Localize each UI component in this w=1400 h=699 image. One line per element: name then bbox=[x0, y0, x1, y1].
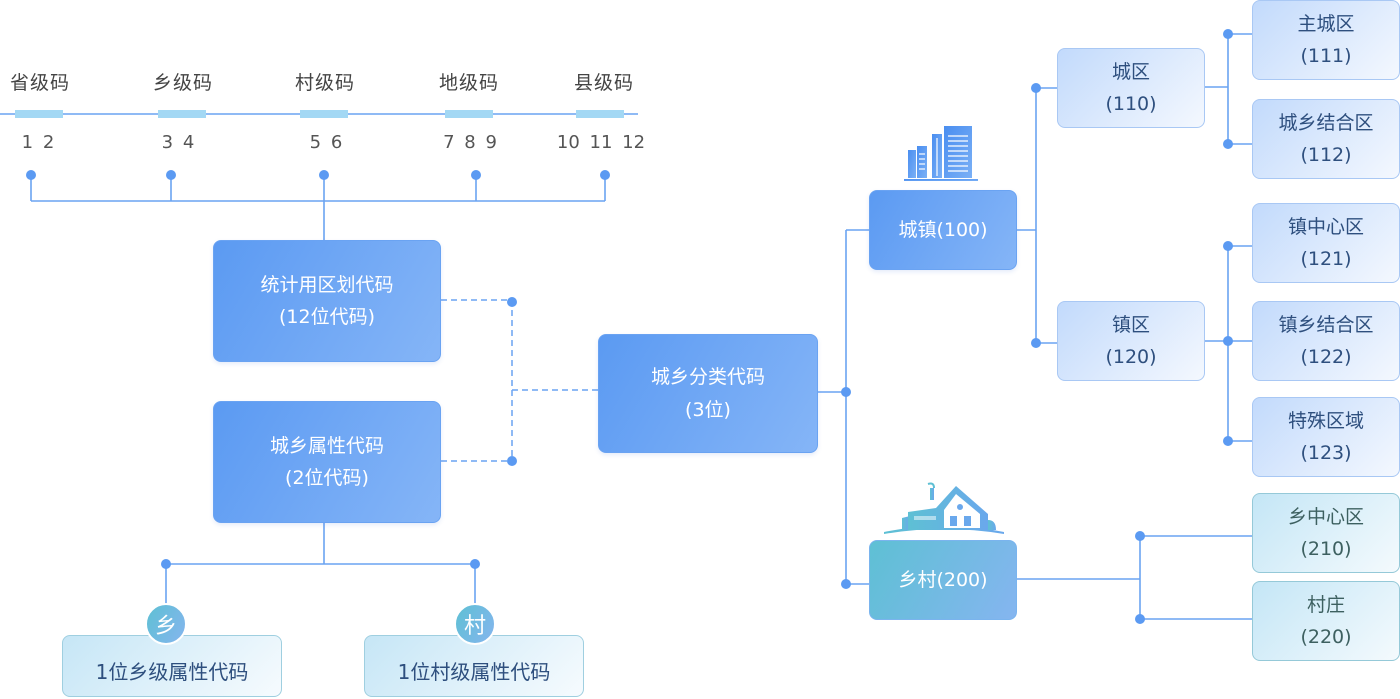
town-center-title: 镇中心区 bbox=[1287, 215, 1364, 238]
urban-rural-fringe-code: (112) bbox=[1300, 144, 1352, 166]
urban-node[interactable]: 城镇(100) bbox=[869, 190, 1017, 270]
town-rural-fringe-node[interactable]: 镇乡结合区 (122) bbox=[1252, 301, 1400, 381]
village-badge-icon: 村 bbox=[454, 603, 496, 645]
city-buildings-icon bbox=[904, 126, 978, 181]
connector-dot bbox=[1223, 139, 1233, 149]
class-code-node[interactable]: 城乡分类代码 (3位) bbox=[598, 334, 818, 453]
connector-dot bbox=[1223, 436, 1233, 446]
connector-dot bbox=[1031, 338, 1041, 348]
main-city-title: 主城区 bbox=[1297, 12, 1355, 35]
house-icon bbox=[884, 482, 1004, 534]
stat-code-title: 统计用区划代码 bbox=[260, 273, 394, 296]
township-center-node[interactable]: 乡中心区 (210) bbox=[1252, 493, 1400, 573]
village-attr-node[interactable]: 1位村级属性代码 bbox=[364, 635, 584, 697]
urban-rural-fringe-title: 城乡结合区 bbox=[1278, 111, 1374, 134]
connector-dot bbox=[1135, 614, 1145, 624]
town-district-code: (120) bbox=[1105, 346, 1157, 368]
urban-rural-fringe-node[interactable]: 城乡结合区 (112) bbox=[1252, 99, 1400, 179]
connector-dot bbox=[1031, 83, 1041, 93]
urban-district-node[interactable]: 城区 (110) bbox=[1057, 48, 1205, 128]
special-area-code: (123) bbox=[1300, 442, 1352, 464]
township-center-code: (210) bbox=[1300, 538, 1352, 560]
ruler-label-village: 村级码 bbox=[294, 72, 355, 94]
ruler-bar bbox=[300, 110, 348, 118]
main-city-node[interactable]: 主城区 (111) bbox=[1252, 0, 1400, 80]
connector-dot bbox=[841, 579, 851, 589]
urban-label: 城镇(100) bbox=[898, 218, 988, 241]
town-center-code: (121) bbox=[1300, 248, 1352, 270]
class-code-title: 城乡分类代码 bbox=[650, 366, 765, 389]
connector-dot bbox=[166, 170, 176, 180]
connector-dot bbox=[1135, 531, 1145, 541]
connector-dot bbox=[319, 170, 329, 180]
attr-code-node[interactable]: 城乡属性代码 (2位代码) bbox=[213, 401, 441, 523]
town-district-node[interactable]: 镇区 (120) bbox=[1057, 301, 1205, 381]
village-title: 村庄 bbox=[1306, 593, 1345, 616]
ruler-bar bbox=[15, 110, 63, 118]
connector-dot bbox=[471, 170, 481, 180]
ruler-digits-village: 5 6 bbox=[309, 132, 343, 153]
rural-node[interactable]: 乡村(200) bbox=[869, 540, 1017, 620]
ruler-bar bbox=[158, 110, 206, 118]
township-attr-node[interactable]: 1位乡级属性代码 bbox=[62, 635, 282, 697]
village-node[interactable]: 村庄 (220) bbox=[1252, 581, 1400, 661]
class-code-digits: (3位) bbox=[685, 398, 731, 421]
village-attr-label: 1位村级属性代码 bbox=[397, 660, 551, 684]
town-center-node[interactable]: 镇中心区 (121) bbox=[1252, 203, 1400, 283]
attr-code-digits: (2位代码) bbox=[285, 467, 369, 489]
connector-dot bbox=[600, 170, 610, 180]
connector-dot bbox=[841, 387, 851, 397]
connector-dot bbox=[507, 456, 517, 466]
township-attr-label: 1位乡级属性代码 bbox=[95, 660, 249, 684]
ruler-digits-county: 10 11 12 bbox=[556, 132, 646, 153]
special-area-title: 特殊区域 bbox=[1287, 409, 1364, 432]
connector-dot bbox=[470, 559, 480, 569]
township-badge-icon: 乡 bbox=[145, 603, 187, 645]
ruler-digits-township: 3 4 bbox=[161, 132, 195, 153]
special-area-node[interactable]: 特殊区域 (123) bbox=[1252, 397, 1400, 477]
connector-dot bbox=[1223, 29, 1233, 39]
connector-dot bbox=[161, 559, 171, 569]
ruler-label-province: 省级码 bbox=[9, 72, 70, 94]
connector-dot bbox=[26, 170, 36, 180]
connector-dot bbox=[1223, 241, 1233, 251]
urban-district-title: 城区 bbox=[1111, 60, 1150, 83]
ruler-label-township: 乡级码 bbox=[152, 72, 213, 94]
ruler-digits-prefecture: 7 8 9 bbox=[443, 132, 497, 153]
stat-code-digits: (12位代码) bbox=[278, 306, 375, 328]
township-center-title: 乡中心区 bbox=[1287, 505, 1364, 528]
connector-dot bbox=[507, 297, 517, 307]
attr-code-title: 城乡属性代码 bbox=[269, 434, 384, 457]
ruler-bar bbox=[445, 110, 493, 118]
rural-label: 乡村(200) bbox=[898, 568, 988, 591]
ruler-bar bbox=[576, 110, 624, 118]
town-rural-fringe-code: (122) bbox=[1300, 346, 1352, 368]
town-rural-fringe-title: 镇乡结合区 bbox=[1278, 313, 1374, 336]
connector-dot bbox=[1223, 336, 1233, 346]
urban-district-code: (110) bbox=[1105, 93, 1157, 115]
ruler-label-county: 县级码 bbox=[573, 72, 634, 94]
village-code: (220) bbox=[1300, 626, 1352, 648]
main-city-code: (111) bbox=[1300, 45, 1352, 67]
stat-code-node[interactable]: 统计用区划代码 (12位代码) bbox=[213, 240, 441, 362]
ruler-label-prefecture: 地级码 bbox=[438, 72, 499, 94]
town-district-title: 镇区 bbox=[1111, 313, 1150, 336]
ruler-digits-province: 1 2 bbox=[21, 132, 55, 153]
